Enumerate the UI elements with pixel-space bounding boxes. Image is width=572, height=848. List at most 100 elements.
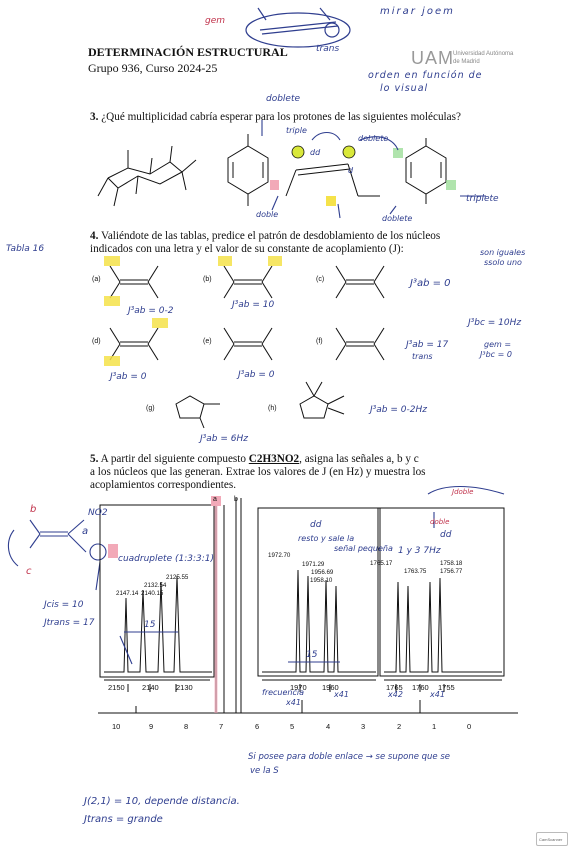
doc-title: DETERMINACIÓN ESTRUCTURAL (88, 45, 288, 59)
hw-letter-c: c (26, 566, 32, 577)
axis-9: 9 (149, 722, 154, 731)
axis-2: 2 (397, 722, 402, 731)
axis-8: 8 (184, 722, 189, 731)
inset-b-tick-2: 1960 (322, 683, 339, 692)
logo-subtitle-2: de Madrid (453, 59, 480, 65)
hw-j-f4: gem = (484, 340, 512, 349)
label-c: (c) (316, 276, 325, 283)
q4-line1: Valiéndote de las tablas, predice el pat… (101, 230, 441, 242)
hw-j-d: J³ab = 0 (110, 372, 147, 382)
label-h: (h) (268, 405, 277, 412)
hw-j-f1: J³bc = 10Hz (468, 318, 522, 328)
axis-10: 10 (112, 722, 121, 731)
q5-line3: acoplamientos correspondientes. (90, 479, 237, 491)
hw-x41b: x41 (334, 690, 349, 699)
q5-line2: a los núcleos que las generan. Extrae lo… (90, 466, 426, 478)
label-b: (b) (203, 276, 212, 283)
hw-dd-b: dd (310, 520, 322, 530)
hw-c-note: 1 y 3 7Hz (398, 546, 441, 556)
marker-b: b (234, 496, 238, 503)
axis-5: 5 (290, 722, 295, 731)
q5-formula: C2H3NO2 (248, 453, 300, 465)
hw-orden2: lo visual (380, 83, 429, 94)
peak-c-2: 1763.75 (404, 568, 427, 575)
hw-d-small: d (348, 166, 354, 175)
peak-a-2: 2140.15 (141, 590, 164, 597)
hw-orden: orden en función de (368, 70, 483, 81)
hw-j-g: J³ab = 6Hz (200, 434, 248, 444)
peak-c-1: 1765.17 (370, 560, 393, 567)
marker-a: a (213, 496, 217, 503)
hw-bottom4: Jtrans = grande (84, 814, 163, 825)
hw-nitro: NO2 (88, 508, 108, 518)
inset-c-tick-2: 1760 (412, 683, 429, 692)
hw-cuadruplete: cuadruplete (1:3:3:1) (118, 554, 214, 564)
label-d: (d) (92, 338, 101, 345)
peak-b-3: 1956.69 (311, 569, 334, 576)
axis-7: 7 (219, 722, 224, 731)
doc-subtitle: Grupo 936, Curso 2024-25 (88, 61, 218, 75)
hw-jcis: Jcis = 10 (44, 600, 84, 610)
q5-text: 5. A partir del siguiente compuesto C2H3… (90, 453, 514, 492)
q4-text: 4. Valiéndote de las tablas, predice el … (90, 230, 510, 256)
label-g: (g) (146, 405, 155, 412)
axis-3: 3 (361, 722, 366, 731)
scanner-text: CamScanner (539, 837, 563, 842)
hw-dd-c: dd (440, 530, 452, 540)
hw-dd1: dd (310, 148, 321, 157)
inset-b-tick-1: 1970 (290, 683, 307, 692)
inset-a-tick-1: 2150 (108, 683, 125, 692)
hw-doble-c: doble (430, 518, 450, 526)
hw-15b: 15 (306, 650, 318, 660)
axis-4: 4 (326, 722, 331, 731)
hw-j-f5: J³bc = 0 (480, 350, 512, 359)
inset-a-tick-3: 2130 (176, 683, 193, 692)
hw-pequena: señal pequeña (334, 544, 393, 553)
hw-triple: triple (286, 126, 307, 135)
axis-6: 6 (255, 722, 260, 731)
q5-line1a: A partir del siguiente compuesto (100, 453, 249, 465)
q5-number: 5. (90, 453, 99, 465)
hw-jdoble: Jdoble (452, 488, 474, 496)
q5-line1b: , asigna las señales a, b y c (299, 453, 419, 465)
hw-frecuencia: frecuencia (262, 688, 305, 697)
logo-text: UAM (411, 48, 454, 68)
hw-x41a: x41 (286, 698, 301, 707)
hw-son-iguales2: ssolo uno (484, 258, 522, 267)
hw-mirar: mirar joem (380, 6, 455, 17)
logo-subtitle-1: Universidad Autónoma (453, 51, 514, 57)
scanner-badge: CamScanner (536, 832, 568, 846)
hw-j-e: J³ab = 0 (238, 370, 275, 380)
hw-bottom1: Si posee para doble enlace → se supone q… (248, 752, 451, 762)
peak-a-4: 2125.55 (166, 574, 189, 581)
hw-gem: gem (205, 16, 226, 26)
axis-0: 0 (467, 722, 472, 731)
uam-logo: UAM (411, 48, 454, 69)
q3-text: 3. ¿Qué multiplicidad cabría esperar par… (90, 111, 461, 124)
inset-c-tick-3: 1755 (438, 683, 455, 692)
hw-j-f2: J³ab = 17 (406, 340, 449, 350)
peak-b-4: 1958.10 (310, 577, 333, 584)
hw-triplete: triplete (466, 194, 499, 204)
label-a: (a) (92, 276, 101, 283)
hw-jtrans: Jtrans = 17 (44, 618, 95, 628)
inset-c-tick-1: 1765 (386, 683, 403, 692)
label-e: (e) (203, 338, 212, 345)
hw-son-iguales: son iguales (480, 248, 526, 257)
peak-b-2: 1971.29 (302, 561, 325, 568)
hw-letter-b: b (30, 504, 37, 515)
hw-j-f3: trans (412, 352, 433, 361)
q4-number: 4. (90, 230, 99, 242)
hw-j-c: J³ab = 0 (410, 278, 451, 289)
hw-j-h: J³ab = 0-2Hz (370, 405, 427, 415)
q3-number: 3. (90, 111, 99, 123)
hw-tabla: Tabla 16 (6, 244, 45, 254)
hw-doblete2: doblete (358, 134, 389, 143)
hw-bottom2: ve la S (250, 766, 279, 776)
hw-x41c: x41 (430, 690, 445, 699)
peak-c-4: 1756.77 (440, 568, 463, 575)
hw-doble: doble (256, 210, 279, 219)
hw-15a: 15 (144, 620, 156, 630)
hw-j-a: J³ab = 0-2 (128, 306, 174, 316)
